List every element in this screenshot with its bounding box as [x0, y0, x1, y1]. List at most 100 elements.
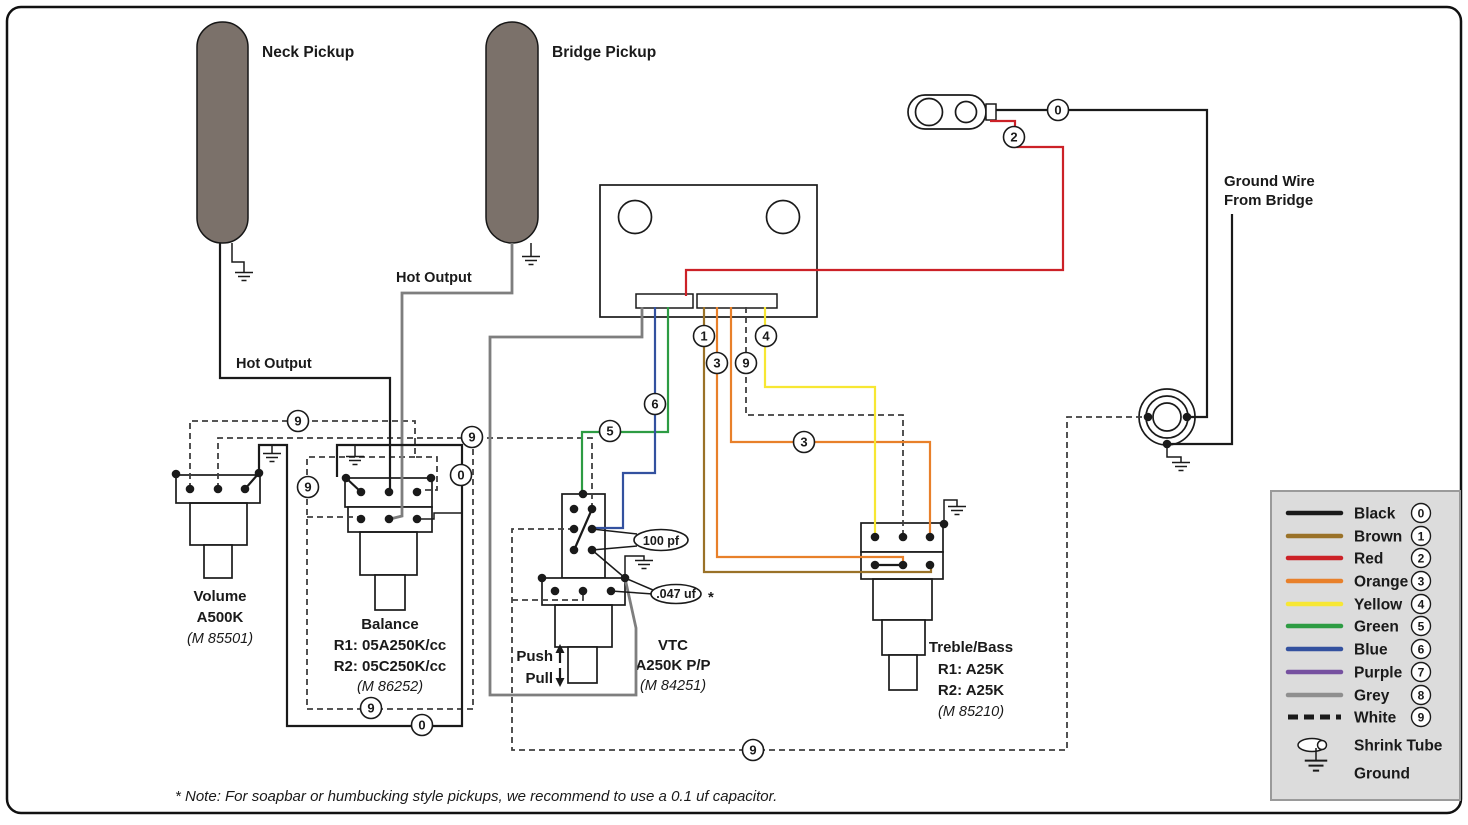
svg-text:9: 9: [294, 414, 301, 429]
wire-grey-board-to-vtc: [488, 307, 644, 697]
legend-code-badge: [1410, 638, 1432, 660]
battery-snap-large: [914, 97, 944, 127]
wire-black-bridge-ground: [1170, 214, 1234, 446]
legend-code: 8: [1418, 688, 1425, 702]
treble-bass-name: Treble/Bass: [929, 639, 1013, 656]
circuit-board: [599, 184, 818, 318]
bridge-pickup-label: Bridge Pickup: [552, 44, 656, 61]
legend-code-badge: [1410, 593, 1432, 615]
legend-label: Orange: [1354, 574, 1409, 591]
wire-code-markers: 0 2 1 3 9 4 6 5 3 9 9 0 9 9 0 9: [286, 98, 1070, 762]
cap-100pf-leads: [591, 528, 638, 551]
balance-shaft: [374, 574, 406, 611]
legend-label: Yellow: [1354, 597, 1403, 614]
footnote: * Note: For soapbar or humbucking style …: [175, 788, 777, 805]
cap-047-star: *: [708, 589, 714, 606]
legend-label: Purple: [1354, 665, 1403, 682]
legend-row-ground: Ground: [1303, 748, 1410, 783]
treble-shaft-upper: [881, 619, 926, 656]
legend-code: 2: [1418, 551, 1425, 565]
legend-row-green: Green 5: [1285, 615, 1432, 637]
svg-text:2: 2: [1010, 130, 1017, 145]
board-connector-left: [635, 293, 694, 309]
svg-text:3: 3: [800, 435, 807, 450]
wire-code-badge: 9: [359, 696, 383, 720]
balance-lug-link: [417, 512, 462, 520]
svg-text:9: 9: [749, 743, 756, 758]
legend-code: 9: [1418, 710, 1425, 724]
legend-code: 5: [1418, 619, 1425, 633]
board-hole-right: [765, 199, 801, 235]
legend-code-badge: [1410, 570, 1432, 592]
wire-white-vtc-to-jack: [511, 416, 1145, 751]
legend-row-red: Red 2: [1285, 547, 1432, 569]
pull-arrow-icon: [555, 678, 565, 687]
wire-black-ground-bus: [257, 443, 464, 728]
cap-100pf-label: 100 pf: [643, 534, 680, 548]
shrink-tube-icon-end: [1316, 739, 1328, 751]
legend-row-blue: Blue 6: [1285, 638, 1432, 660]
svg-text:9: 9: [742, 356, 749, 371]
legend-label: Red: [1354, 551, 1383, 568]
balance-name: Balance: [361, 616, 419, 633]
legend-label: Shrink Tube: [1354, 738, 1443, 755]
svg-text:1: 1: [700, 329, 707, 344]
svg-text:0: 0: [418, 718, 425, 733]
legend-label: Grey: [1354, 688, 1390, 705]
svg-text:3: 3: [713, 356, 720, 371]
svg-text:0: 0: [457, 468, 464, 483]
grey-wires: [389, 243, 644, 697]
legend-row-black: Black 0: [1285, 502, 1432, 524]
wire-grey-bridge-hot: [389, 243, 514, 521]
wire-code-badge: 9: [741, 738, 765, 762]
wire-blue: [594, 307, 657, 530]
jack-ground-lead: [1166, 444, 1182, 462]
wire-green: [580, 307, 670, 494]
wire-code-badge: 3: [705, 351, 729, 375]
vtc-shaft: [567, 646, 598, 684]
legend-row-yellow: Yellow 4: [1285, 593, 1432, 615]
legend-label: Brown: [1354, 529, 1402, 546]
legend-row-purple: Purple 7: [1285, 661, 1432, 683]
legend-code-badge: [1410, 615, 1432, 637]
svg-text:6: 6: [651, 397, 658, 412]
wire-black-neck-hot: [218, 243, 392, 490]
battery-clip: [907, 94, 997, 130]
solder-joints: [171, 412, 1192, 596]
volume-name: Volume: [193, 588, 246, 605]
legend: Black 0 Brown 1 Red 2 Orange 3 Yellow 4: [1270, 490, 1461, 801]
vtc-switch-arm: [573, 508, 594, 549]
push-arrow-icon: [555, 644, 565, 653]
legend-row-grey: Grey 8: [1285, 684, 1432, 706]
treble-bass-r1: R1: A25K: [938, 661, 1004, 678]
neck-pickup: Neck Pickup: [196, 21, 354, 282]
vtc-push-label: Push: [516, 648, 553, 665]
treble-shaft-lower: [888, 654, 918, 691]
legend-code: 3: [1418, 574, 1425, 588]
legend-code: 1: [1418, 529, 1425, 543]
wire-white-balance-loop: [306, 438, 474, 710]
vtc-switch-body: [561, 493, 606, 579]
wire-code-badge: 0: [410, 713, 434, 737]
wire-red: [684, 119, 1065, 296]
ground-symbols: [262, 445, 967, 578]
balance-part-number: (M 86252): [357, 679, 423, 695]
ground-wire-from-bridge: Ground Wire From Bridge: [1224, 173, 1315, 209]
bridge-pickup-body: [485, 21, 539, 244]
legend-label: Green: [1354, 619, 1399, 636]
legend-code: 6: [1418, 642, 1425, 656]
wire-code-badge: 9: [286, 409, 310, 433]
wire-code-badge: 9: [296, 475, 320, 499]
legend-code-badge: [1410, 502, 1432, 524]
volume-value: A500K: [197, 609, 244, 626]
treble-bass-part-number: (M 85210): [938, 704, 1004, 720]
legend-row-brown: Brown 1: [1285, 525, 1432, 547]
vtc-value: A250K P/P: [635, 657, 710, 674]
bridge-hot-output-label: Hot Output: [396, 270, 472, 286]
bridge-pickup: Bridge Pickup: [485, 21, 656, 266]
neck-ground-lead: [231, 243, 245, 272]
cap-047-leads: [610, 577, 654, 595]
treble-bass-r2: R2: A25K: [938, 682, 1004, 699]
wire-white-volume-to-balance: [189, 420, 438, 491]
